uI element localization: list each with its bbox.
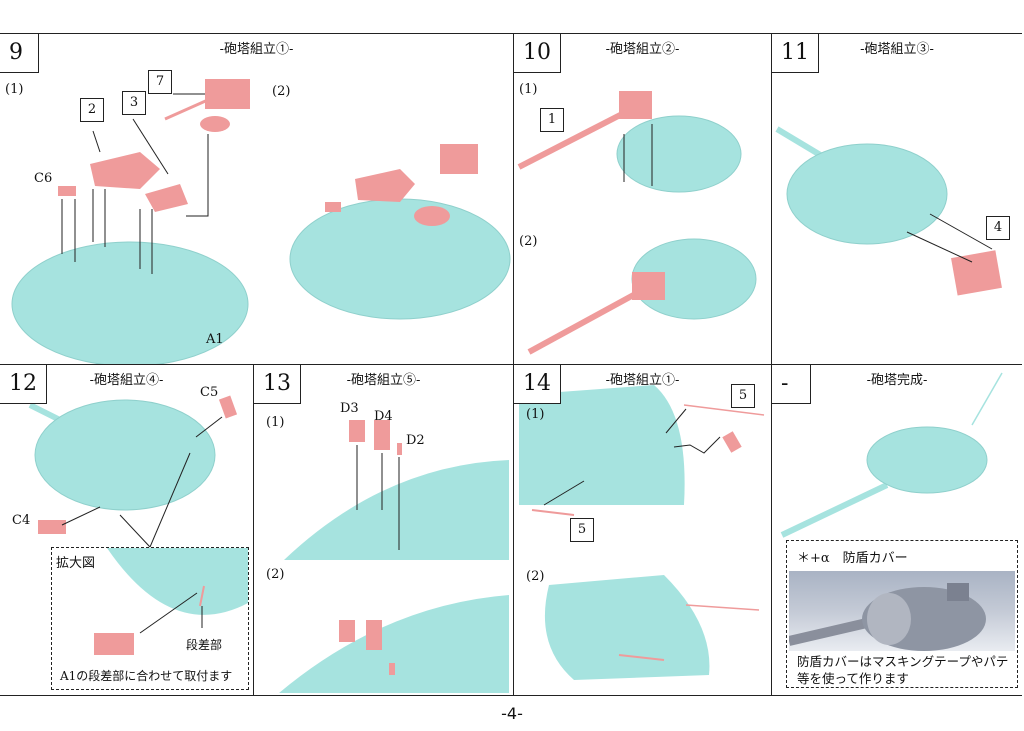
part-label-c6: C6	[34, 171, 53, 186]
mantlet-cover-note: ＊+α 防盾カバー 防盾カバーはマスキングテープやパテ等を使って作ります	[786, 540, 1018, 688]
substep-label: (2)	[526, 569, 545, 584]
step-13: 13 -砲塔組立⑤- (1) (2) D3 D4 D2	[254, 365, 514, 695]
page-number: -4-	[501, 704, 523, 723]
step-number: -	[772, 365, 811, 404]
magnified-view-caption: A1の段差部に合わせて取付ます	[60, 669, 233, 683]
substep-label: (1)	[526, 407, 545, 422]
step-number: 11	[772, 34, 819, 73]
step-11: 11 -砲塔組立③- 4	[772, 34, 1022, 365]
substep-label: (1)	[519, 82, 538, 97]
step-title: -砲塔組立③-	[860, 42, 934, 57]
step-14: 14 -砲塔組立①- (1) (2) 5 5	[514, 365, 772, 695]
photo-illustration	[787, 583, 986, 651]
part-label-a1: A1	[206, 332, 224, 347]
step-9: 9 -砲塔組立①- (1) (2) 7 2 3 C6 A1	[0, 34, 514, 365]
magnified-view-illustration	[94, 548, 248, 655]
step-14-illustration	[519, 385, 765, 680]
part-label-c5: C5	[200, 385, 219, 400]
step-number: 13	[254, 365, 301, 404]
step-title: -砲塔完成-	[866, 373, 928, 388]
turret-complete-illustration	[780, 372, 1003, 538]
step-title: -砲塔組立④-	[89, 373, 164, 388]
part-label-c4: C4	[12, 513, 31, 528]
step-title: -砲塔組立①-	[605, 373, 680, 388]
step-complete: - -砲塔完成-	[772, 365, 1022, 695]
substep-label: (2)	[266, 567, 285, 582]
step-title: -砲塔組立⑤-	[346, 373, 421, 388]
part-number-4: 4	[986, 216, 1010, 240]
assembly-grid: 9 -砲塔組立①- (1) (2) 7 2 3 C6 A1 10 -砲塔組立②-…	[0, 33, 1022, 696]
step-13-illustration	[279, 420, 509, 693]
magnified-view-heading: 拡大図	[56, 556, 96, 571]
part-number-1: 1	[540, 108, 564, 132]
part-number-7: 7	[148, 70, 172, 94]
substep-label: (2)	[272, 84, 291, 99]
step-number: 10	[514, 34, 561, 73]
step-title: -砲塔組立②-	[605, 42, 680, 57]
step-11-illustration	[775, 126, 1002, 296]
substep-label: (1)	[5, 82, 24, 97]
part-number-3: 3	[122, 91, 146, 115]
step-12: 12 -砲塔組立④- C5 C4 拡大図 段差部 A1の段差部に合わせて取付ます	[0, 365, 254, 695]
part-number-5: 5	[731, 384, 755, 408]
step-9-illustration	[11, 79, 511, 364]
part-label-d3: D3	[340, 401, 359, 416]
part-label-d4: D4	[374, 409, 393, 424]
step-marker-label: 段差部	[186, 638, 223, 652]
part-number-5: 5	[570, 518, 594, 542]
magnified-view-inset: 拡大図 段差部 A1の段差部に合わせて取付ます	[51, 547, 249, 690]
step-number: 9	[0, 34, 39, 73]
part-number-2: 2	[80, 98, 104, 122]
step-title: -砲塔組立①-	[219, 42, 294, 57]
note-text: 防盾カバーはマスキングテープやパテ等を使って作ります	[797, 654, 1009, 686]
substep-label: (1)	[266, 415, 285, 430]
step-10: 10 -砲塔組立②- (1) (2) 1	[514, 34, 772, 365]
substep-label: (2)	[519, 234, 538, 249]
step-12-illustration	[28, 395, 238, 548]
mantlet-cover-photo	[787, 571, 1015, 651]
step-number: 14	[514, 365, 561, 404]
note-heading: ＊+α 防盾カバー	[797, 551, 908, 566]
step-number: 12	[0, 365, 47, 404]
part-label-d2: D2	[406, 433, 425, 448]
step-10-illustration	[517, 91, 757, 355]
